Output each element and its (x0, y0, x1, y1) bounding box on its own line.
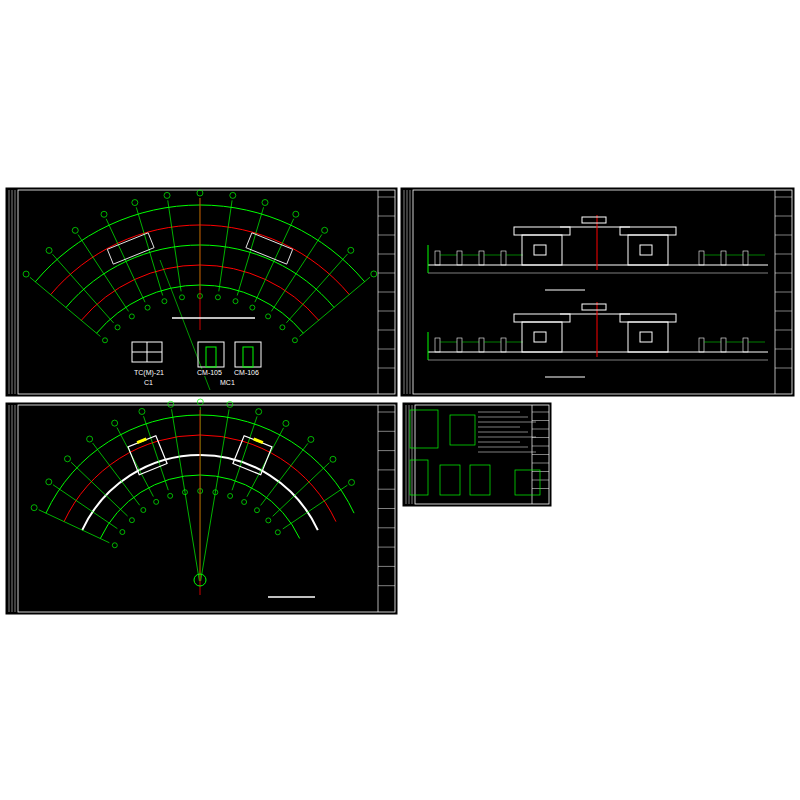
part-label: CM-106 (233, 369, 260, 376)
details (410, 410, 540, 495)
part-label: MC1 (219, 379, 236, 386)
roof-plan (23, 190, 377, 390)
part-label: CM-105 (196, 369, 223, 376)
sheet-frames (5, 187, 795, 615)
part-label: C1 (143, 379, 154, 386)
elevations (428, 215, 768, 377)
part-label: TC(M)-21 (133, 369, 165, 376)
floor-plan (31, 399, 354, 597)
